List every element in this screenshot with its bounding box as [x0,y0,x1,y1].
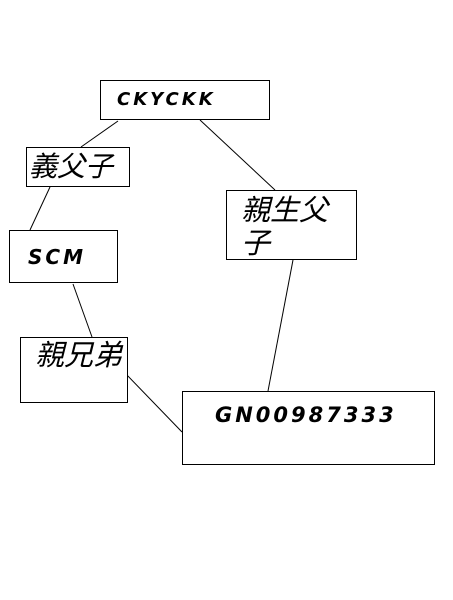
relation-biological-father-son-label: 親生父子 [241,193,329,260]
relation-adoptive-father-son: 義父子 [26,147,130,187]
edge-siblings-label-to-gn [124,372,183,433]
node-scm-label: SCM [28,245,86,269]
relation-siblings: 親兄弟 [20,337,128,403]
relation-adoptive-father-son-label: 義父子 [29,150,114,183]
relation-siblings-label: 親兄弟 [35,338,123,372]
node-gn-label: GN00987333 [215,403,397,427]
node-scm: SCM [9,230,118,283]
node-ckyckk-label: CKYCKK [117,89,216,110]
edge-biofather-label-to-gn [267,259,294,392]
node-gn: GN00987333 [182,391,435,465]
node-ckyckk: CKYCKK [100,80,270,120]
edge-scm-to-siblings-label [72,283,93,338]
edge-ckyckk-to-adoptive-label [80,120,119,148]
edge-adoptive-label-to-scm [29,186,51,231]
edge-ckyckk-to-biofather-label [199,119,276,191]
relation-biological-father-son: 親生父子 [226,190,357,260]
